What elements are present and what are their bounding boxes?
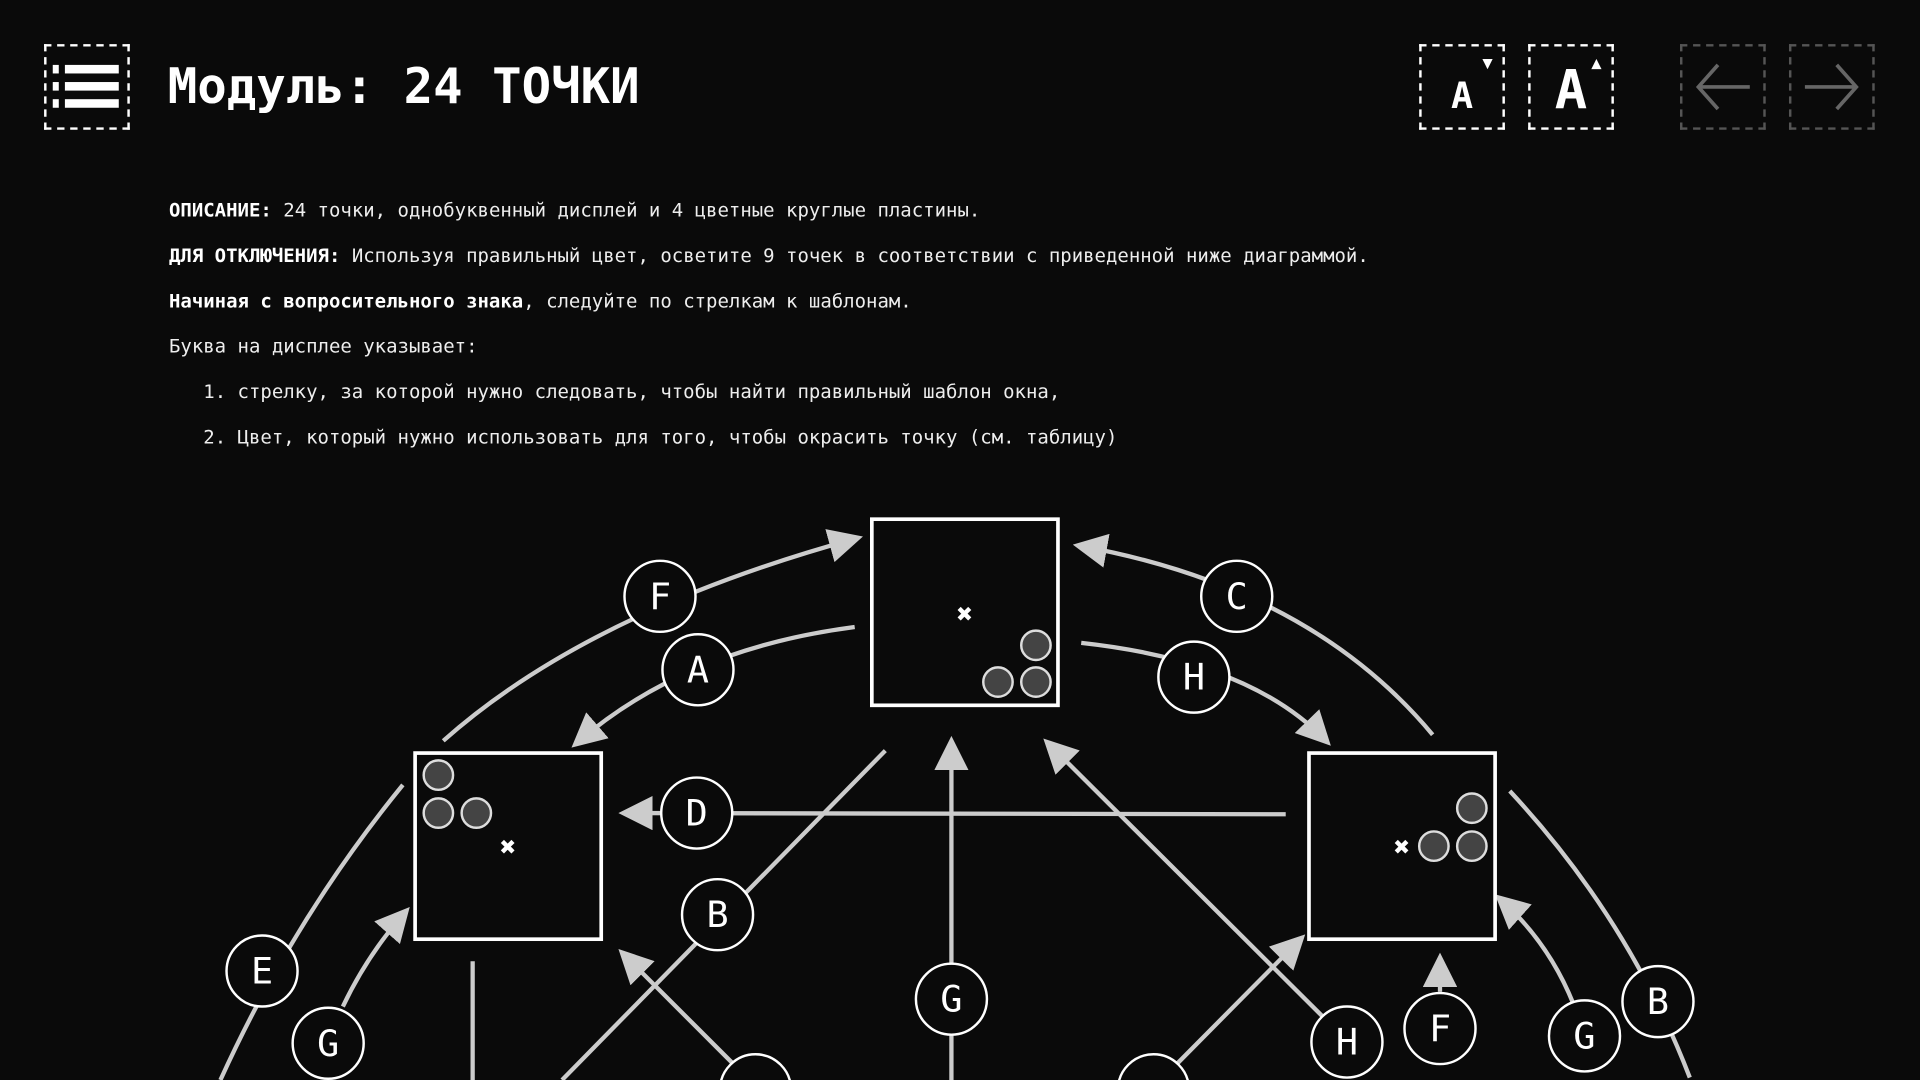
node-letter: H (1183, 656, 1205, 699)
question-mark-icon: ✖ (957, 599, 973, 630)
menu-button[interactable] (44, 44, 130, 130)
node-circle (1310, 1005, 1384, 1079)
desc-text: 24 точки, однобуквенный дисплей и 4 цвет… (271, 199, 981, 222)
node-circle (1157, 640, 1231, 714)
letter-node-partial (1118, 1053, 1189, 1080)
node-letter: E (251, 950, 273, 993)
node-circle (914, 962, 989, 1036)
arrows (218, 529, 1692, 1080)
node-letter: D (686, 792, 708, 835)
node-circle (1200, 559, 1274, 634)
node-circle (1621, 964, 1695, 1039)
disarm-label: ДЛЯ ОТКЛЮЧЕНИЯ: (168, 244, 341, 267)
node-circle (623, 559, 697, 634)
node-letter: B (1647, 980, 1669, 1023)
letter-node: C (1200, 559, 1274, 634)
node-letter: H (1336, 1021, 1358, 1064)
description: ОПИСАНИЕ: 24 точки, однобуквенный диспле… (169, 189, 1369, 461)
letter-intro: Буква на дисплее указывает: (168, 335, 478, 358)
letter-node: E (225, 934, 299, 1008)
node-letter: G (940, 978, 962, 1021)
list-item: 1. стрелку, за которой нужно следовать, … (203, 380, 1061, 403)
font-smaller-label: A (1450, 74, 1474, 117)
node-circle (291, 1006, 365, 1080)
arrow-right-icon (1804, 63, 1859, 111)
letter-node: B (680, 877, 755, 952)
disarm-text: Используя правильный цвет, осветите 9 то… (340, 244, 1369, 267)
window-pattern-left: ✖ (413, 751, 604, 942)
node-letter: A (687, 648, 709, 691)
question-mark-icon: ✖ (500, 832, 516, 863)
page-title: Модуль: 24 ТОЧКИ (167, 58, 640, 116)
node-circle (661, 633, 735, 707)
letter-node: H (1157, 640, 1231, 714)
question-mark-icon: ✖ (1394, 832, 1410, 863)
window-pattern-right: ✖ (1307, 751, 1497, 942)
letter-node: G (914, 962, 989, 1036)
list-item: 2. Цвет, который нужно использовать для … (203, 426, 1118, 449)
list-icon (52, 64, 119, 108)
font-larger-button[interactable]: A ▲ (1528, 44, 1614, 130)
node-circle (1403, 991, 1477, 1066)
window-pattern-top: ✖ (870, 517, 1060, 708)
node-letter: B (706, 893, 728, 936)
node-letter: G (1573, 1014, 1595, 1057)
start-bold: Начиная с вопросительного знака (168, 290, 524, 313)
letter-node: G (291, 1006, 365, 1080)
next-button[interactable] (1788, 44, 1875, 130)
start-text: , следуйте по стрелкам к шаблонам. (523, 290, 912, 313)
arrow-left-icon (1695, 63, 1750, 111)
node-circle (680, 877, 755, 952)
letter-node: A (661, 633, 735, 707)
node-circle (225, 934, 299, 1008)
triangle-down-icon: ▼ (1482, 53, 1493, 74)
node-circle (1547, 999, 1622, 1073)
letter-node: B (1621, 964, 1695, 1039)
desc-label: ОПИСАНИЕ: (168, 199, 272, 222)
node-letter: C (1226, 575, 1248, 618)
node-circle (660, 776, 734, 850)
letter-node: F (623, 559, 697, 634)
triangle-up-icon: ▲ (1591, 53, 1602, 74)
letter-node: H (1310, 1005, 1384, 1079)
node-letter: G (317, 1022, 339, 1065)
prev-button[interactable] (1680, 44, 1766, 130)
letter-node: G (1547, 999, 1622, 1073)
letter-node: F (1403, 991, 1477, 1066)
letter-node: D (660, 776, 734, 850)
font-smaller-button[interactable]: A ▼ (1419, 44, 1505, 130)
font-larger-label: A (1554, 58, 1588, 121)
node-letter: F (649, 575, 671, 618)
node-letter: F (1429, 1007, 1451, 1050)
letter-node-partial (720, 1053, 791, 1080)
